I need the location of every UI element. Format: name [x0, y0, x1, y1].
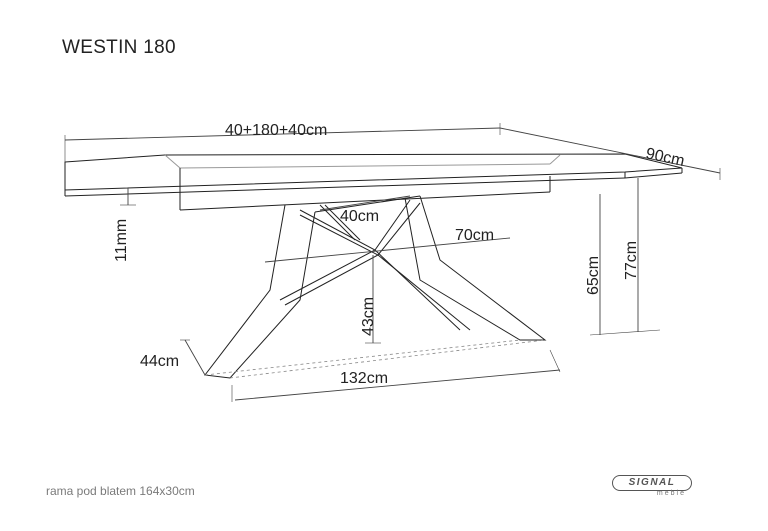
- inner-height-label: 43cm: [360, 297, 377, 336]
- product-title: WESTIN 180: [62, 37, 176, 58]
- base-depth-label: 44cm: [140, 353, 179, 370]
- floor-outline: [204, 339, 546, 379]
- inner-span-label: 40cm: [340, 208, 379, 225]
- table-legs: [204, 195, 547, 379]
- signal-logo: SIGNAL meble: [612, 475, 692, 499]
- top-thickness-label: 11mm: [113, 219, 130, 262]
- frame-height-label: 65cm: [585, 256, 602, 295]
- table-top: [64, 153, 683, 211]
- length-label: 40+180+40cm: [225, 122, 327, 139]
- logo-wordmark: SIGNAL: [612, 475, 692, 491]
- depth-label: 90cm: [644, 145, 686, 170]
- base-length-label: 132cm: [340, 370, 388, 387]
- logo-subtitle: meble: [656, 490, 686, 497]
- frame-note: rama pod blatem 164x30cm: [46, 484, 195, 498]
- dimension-lines: [64, 123, 721, 402]
- total-height-label: 77cm: [623, 241, 640, 280]
- leg-span-label: 70cm: [455, 227, 494, 244]
